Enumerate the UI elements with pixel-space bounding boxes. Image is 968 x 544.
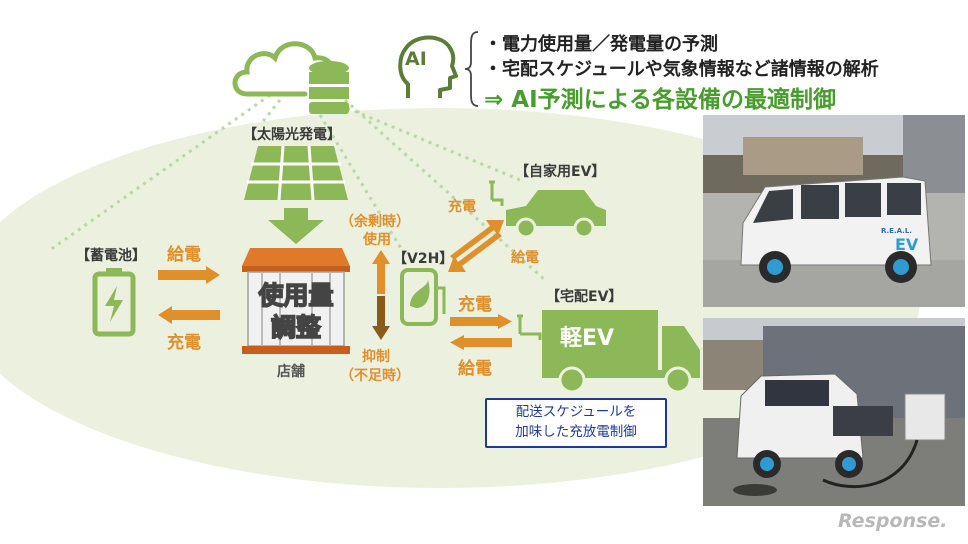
photo1-brand-text: R.E.A.L. — [881, 227, 912, 235]
delivery-ev-arrows — [450, 314, 514, 350]
response-watermark: Response. — [838, 510, 947, 532]
v2h-shortage-label-2: （不足時） — [340, 365, 410, 385]
battery-label: 【蓄電池】 — [76, 245, 146, 265]
v2h-vertical-arrow — [372, 250, 390, 340]
ev-van-photo-2-image — [703, 318, 965, 506]
ai-bullet-2: ・宅配スケジュールや気象情報など諸情報の解析 — [484, 55, 879, 81]
battery-supply-label: 給電 — [167, 240, 201, 265]
brace-icon — [462, 30, 482, 108]
battery-charge-label: 充電 — [167, 328, 201, 353]
delivery-ev-supply-label: 給電 — [458, 354, 492, 379]
schedule-note-line-2: 加味した充放電制御 — [487, 422, 665, 442]
ai-badge: AI — [405, 48, 427, 70]
photo1-ev-text: EV — [895, 235, 918, 254]
private-ev-diagonal-arrows — [446, 218, 510, 274]
delivery-ev-charge-label: 充電 — [458, 290, 492, 315]
v2h-surplus-label-1: （余剰時） — [340, 211, 410, 231]
v2h-shortage-label-1: 抑制 — [362, 346, 390, 366]
v2h-surplus-label-2: 使用 — [363, 229, 391, 249]
solar-label: 【太陽光発電】 — [243, 124, 341, 144]
solar-panel-icon — [242, 146, 350, 246]
ai-bullet-1: ・電力使用量／発電量の予測 — [484, 30, 718, 56]
ev-van-photo-2 — [703, 318, 965, 506]
ai-conclusion: ⇒ AI予測による各設備の最適制御 — [484, 80, 836, 114]
store-usage-text: 使用量 — [246, 276, 346, 312]
battery-supply-arrow — [158, 266, 222, 284]
v2h-charger-icon — [398, 268, 448, 328]
delivery-truck-text: 軽EV — [560, 320, 614, 352]
delivery-ev-label: 【宅配EV】 — [546, 286, 622, 306]
ev-van-photo-1: R.E.A.L. EV — [703, 115, 965, 307]
schedule-note-box: 配送スケジュールを 加味した充放電制御 — [485, 398, 667, 448]
battery-icon — [92, 266, 136, 338]
store-label: 店舗 — [277, 361, 305, 381]
schedule-note-line-1: 配送スケジュールを — [487, 402, 665, 422]
private-ev-charge-label: 充電 — [448, 196, 476, 216]
battery-charge-arrow — [158, 306, 222, 324]
ev-van-photo-1-image — [703, 115, 965, 307]
cloud-database-icon — [225, 28, 355, 120]
private-ev-supply-label: 給電 — [511, 247, 539, 267]
store-adjust-text: 調整 — [246, 308, 346, 344]
v2h-label: 【V2H】 — [393, 248, 453, 268]
